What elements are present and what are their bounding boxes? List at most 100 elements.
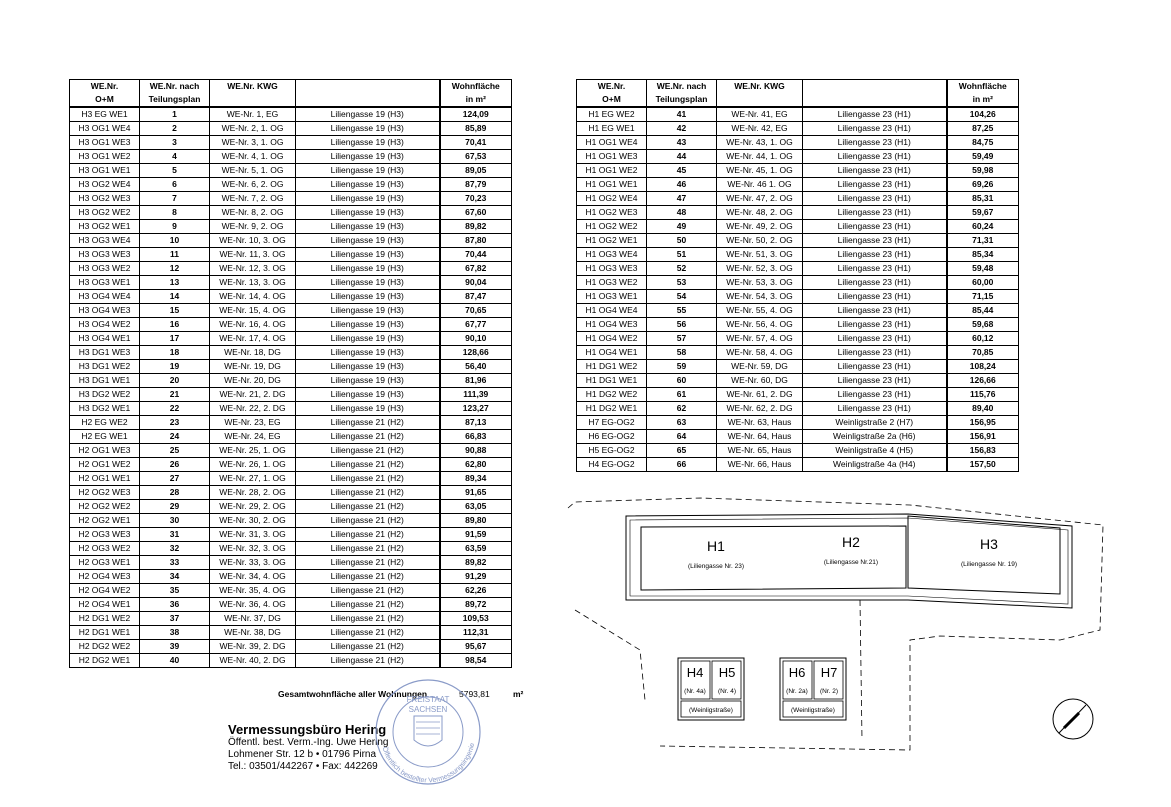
site-boundary-west bbox=[574, 609, 646, 701]
seal-mid-text: SACHSEN bbox=[409, 705, 448, 714]
house-label-box-left bbox=[680, 700, 742, 718]
label-h5: H5 bbox=[719, 665, 736, 680]
seal-outer-ring bbox=[375, 679, 481, 785]
house-h5 bbox=[711, 660, 742, 700]
official-seal: Öffentlich bestellter Vermessungsingenie… bbox=[0, 0, 481, 785]
house-h6 bbox=[782, 660, 813, 700]
label-h6: H6 bbox=[789, 665, 806, 680]
total-label: Gesamtwohnfläche aller Wohnungen bbox=[278, 689, 428, 699]
seal-ring-text: Öffentlich bestellter Vermessungsingenie… bbox=[0, 0, 476, 784]
label-h2-sub: (Liliengasse Nr.21) bbox=[824, 559, 878, 566]
seal-inner-ring bbox=[392, 696, 464, 768]
office-block: Vermessungsbüro Hering Öffentl. best. Ve… bbox=[228, 722, 388, 773]
label-h4: H4 bbox=[687, 665, 704, 680]
cell-kwg-nr: WE-Nr. 40, 2. DG bbox=[209, 653, 296, 668]
label-h7: H7 bbox=[821, 665, 838, 680]
site-boundary bbox=[567, 497, 1104, 751]
label-h1-sub: (Liliengasse Nr. 23) bbox=[688, 563, 744, 570]
label-h7-sub: (Nr. 2) bbox=[820, 688, 838, 695]
house-block-h6-h7 bbox=[779, 657, 847, 721]
label-h3-sub: (Liliengasse Nr. 19) bbox=[961, 561, 1017, 568]
cell-teilungsplan-nr: 66 bbox=[646, 457, 717, 472]
office-line-3: Tel.: 03501/442267 • Fax: 442269 bbox=[228, 761, 378, 772]
building-h1-h2 bbox=[640, 525, 907, 591]
apartment-table-left: WE.Nr. WE.Nr. nach WE.Nr. KWG Wohnfläche… bbox=[69, 79, 512, 668]
apartment-table-right: WE.Nr. WE.Nr. nach WE.Nr. KWG Wohnfläche… bbox=[576, 79, 1019, 472]
total-unit: m² bbox=[513, 689, 524, 699]
cell-area: 157,50 bbox=[945, 457, 1019, 472]
label-h1: H1 bbox=[707, 538, 725, 554]
label-h6-sub: (Nr. 2a) bbox=[786, 688, 808, 695]
label-h2: H2 bbox=[842, 534, 860, 550]
seal-ring-textpath: Öffentlich bestellter Vermessungsingenie… bbox=[0, 0, 476, 784]
office-line-2: Lohmener Str. 12 b • 01796 Pirna bbox=[228, 749, 377, 760]
cell-area: 115,76 bbox=[945, 387, 1019, 402]
cell-area: 98,54 bbox=[438, 653, 512, 668]
label-weinlig-right: (Weinligstraße) bbox=[791, 707, 835, 714]
house-label-box-right bbox=[782, 700, 844, 718]
office-line-1: Öffentl. best. Verm.-Ing. Uwe Hering bbox=[228, 737, 389, 748]
site-plan-labels: H1 (Liliengasse Nr. 23) H2 (Liliengasse … bbox=[684, 534, 1017, 714]
main-building-outline bbox=[625, 513, 1073, 609]
total-value: 5793,81 bbox=[459, 689, 490, 699]
north-arrow-icon bbox=[1052, 698, 1094, 740]
house-h7 bbox=[813, 660, 844, 700]
site-boundary-inner bbox=[859, 599, 863, 741]
label-h5-sub: (Nr. 4) bbox=[718, 688, 736, 695]
house-h4 bbox=[680, 660, 711, 700]
coat-of-arms-stripes-icon bbox=[416, 721, 440, 735]
label-h3: H3 bbox=[980, 536, 998, 552]
building-h3 bbox=[907, 515, 1061, 595]
office-name: Vermessungsbüro Hering bbox=[228, 722, 387, 737]
header-area: Wohnfläche bbox=[438, 79, 512, 93]
header-area: Wohnfläche bbox=[945, 79, 1019, 93]
seal-top-text: FREISTAAT bbox=[407, 695, 450, 704]
label-weinlig-left: (Weinligstraße) bbox=[689, 707, 733, 714]
site-plan bbox=[567, 497, 1104, 751]
label-h4-sub: (Nr. 4a) bbox=[684, 688, 706, 695]
coat-of-arms-icon bbox=[413, 715, 443, 747]
